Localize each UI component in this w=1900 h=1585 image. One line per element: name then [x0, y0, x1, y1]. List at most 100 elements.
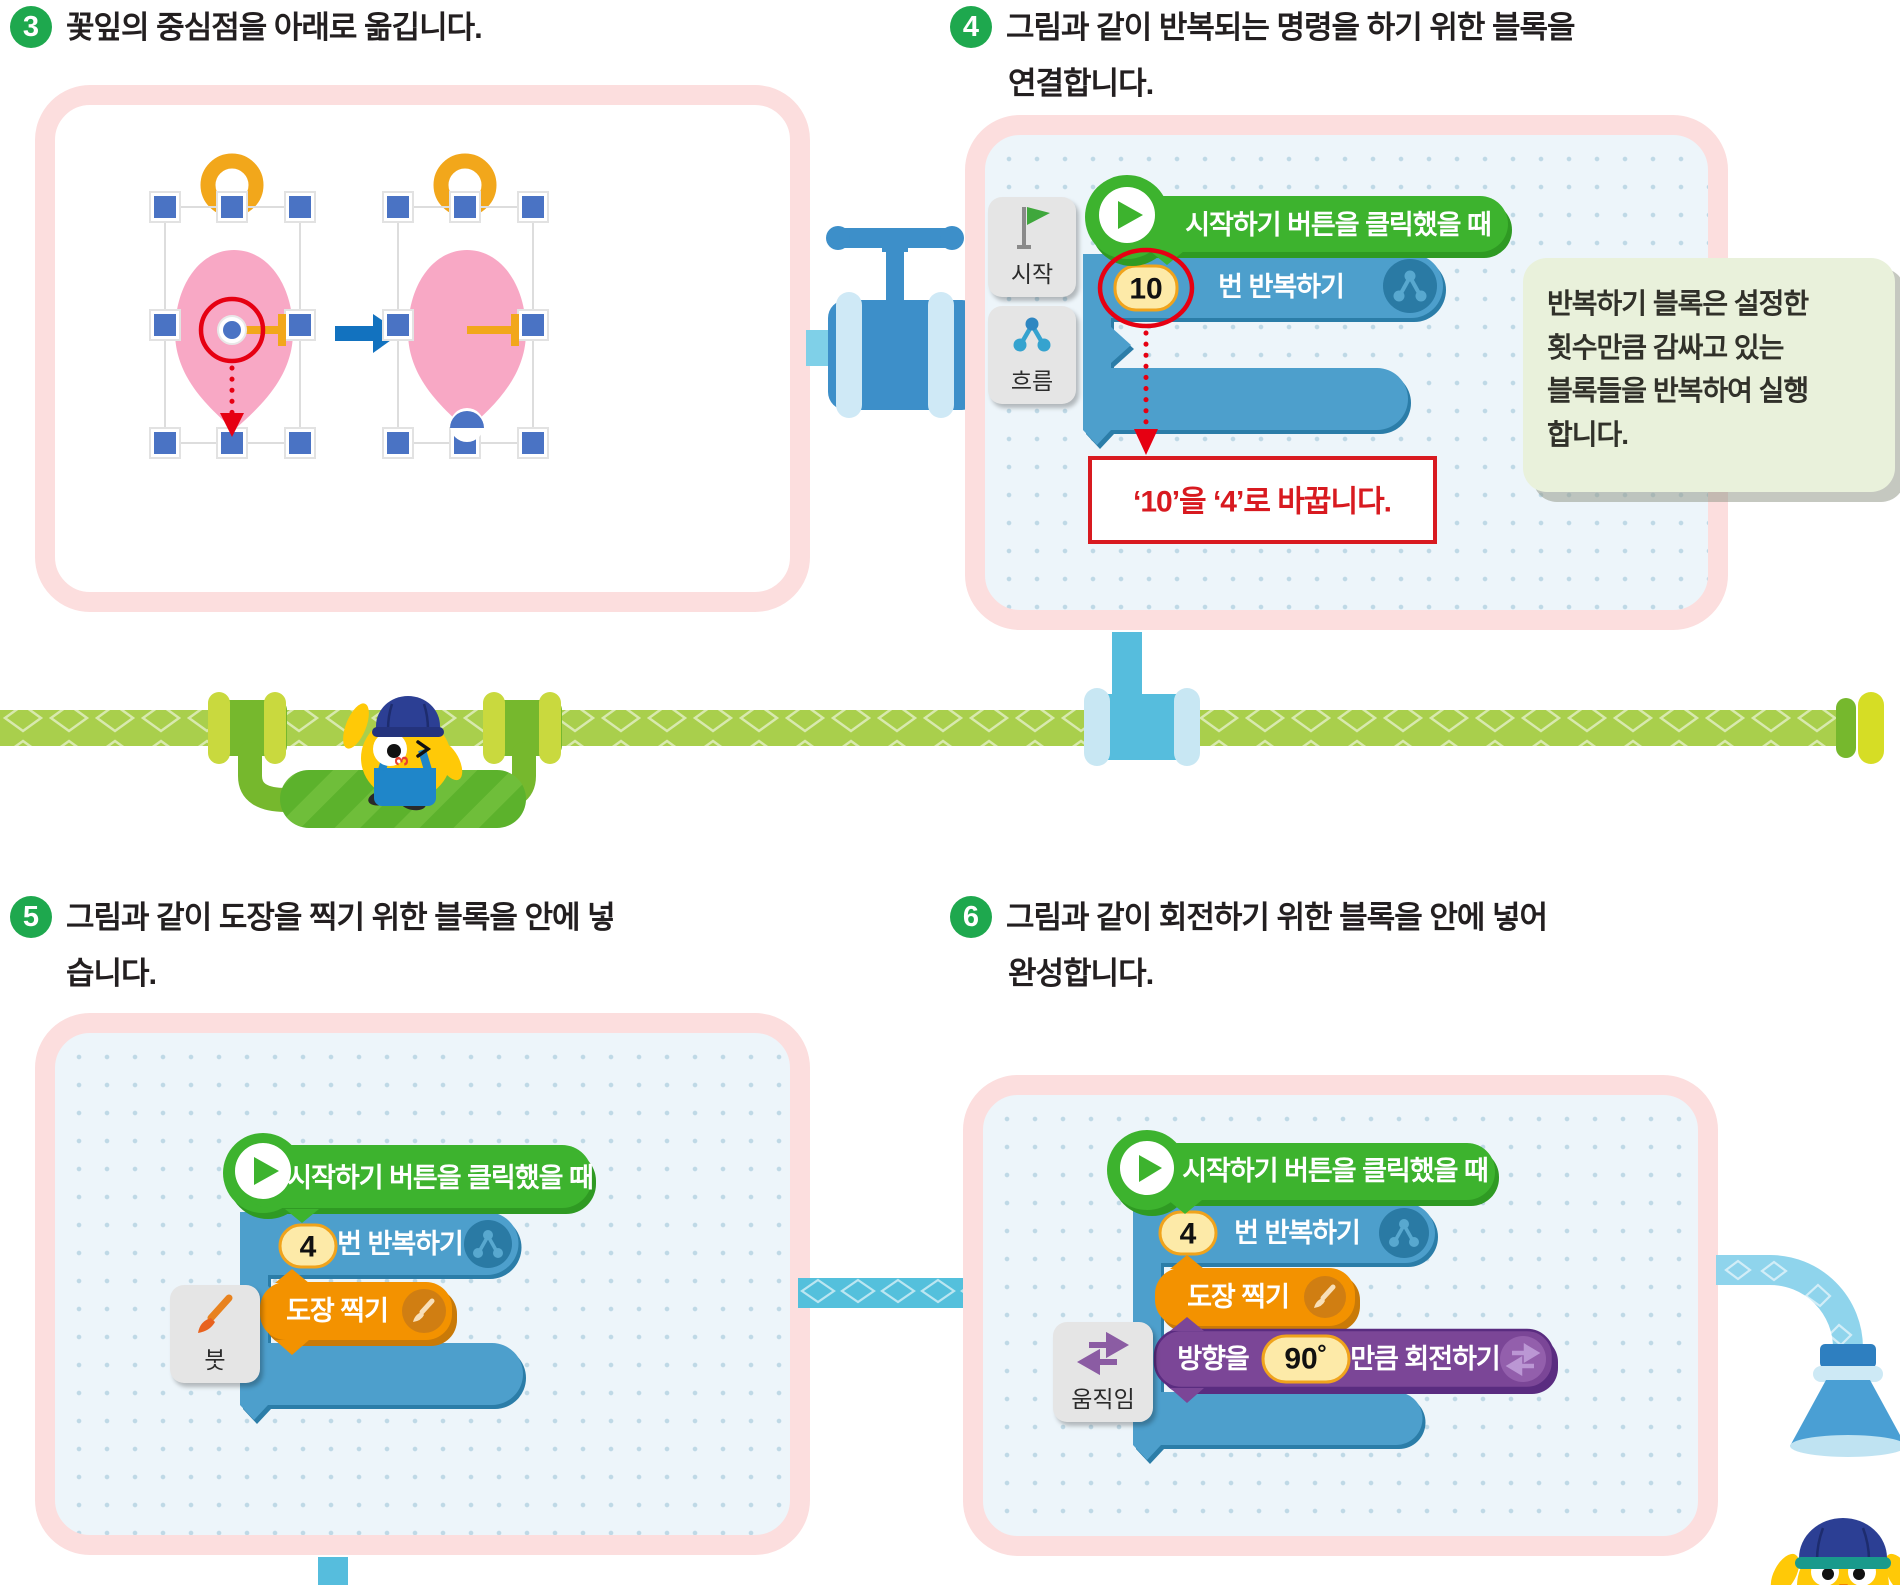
cap-icon: [376, 696, 440, 732]
repeat-suffix-label: 번 반복하기: [1218, 272, 1344, 302]
step4-title: 그림과 같이 반복되는 명령을 하기 위한 블록을: [1006, 10, 1576, 45]
pipe-band: 3: [0, 632, 1884, 828]
start-block[interactable]: 시작하기 버튼을 클릭했을 때: [223, 1133, 596, 1223]
tip-bubble: 반복하기 블록은 설정한 횟수만큼 감싸고 있는 블록들을 반복하여 실행 합니…: [1523, 258, 1895, 492]
center-point-moved[interactable]: [450, 411, 484, 428]
stamp-block[interactable]: 도장 찍기: [1155, 1255, 1360, 1332]
step5-script: 번 반복하기 4 시작하기 버튼을 클릭했을 때 도장 찍기: [223, 1133, 596, 1424]
step4-title-line2: 연결합니다.: [1008, 66, 1154, 101]
chick-worker-mascot: 3: [343, 696, 463, 811]
step4-script: 번 반복하기 10 시작하기 버튼을 클릭했을 때 ‘10’을 ‘4’로 바꿉니…: [1083, 175, 1512, 544]
start-block-label: 시작하기 버튼을 클릭했을 때: [1182, 1156, 1488, 1186]
start-block[interactable]: 시작하기 버튼을 클릭했을 때: [1085, 175, 1512, 266]
palette-button-start[interactable]: 시작: [988, 197, 1076, 297]
move-down-arrow: [220, 365, 244, 437]
start-block[interactable]: 시작하기 버튼을 클릭했을 때: [1107, 1130, 1499, 1216]
step5-title-line2: 습니다.: [66, 956, 157, 991]
repeat-block[interactable]: 번 반복하기 4: [240, 1212, 526, 1424]
step5-panel: [35, 1013, 810, 1555]
step6-header: 6 그림과 같이 회전하기 위한 블록을 안에 넣어: [950, 896, 1548, 938]
petal-illustration: [149, 153, 549, 459]
change-note-box: ‘10’을 ‘4’로 바꿉니다.: [1088, 456, 1437, 544]
repeat-count-value: 10: [1129, 273, 1162, 306]
highlight-circle: [198, 296, 266, 364]
flow-block-icon: [1379, 1208, 1429, 1258]
value-highlight-circle: [1097, 247, 1195, 329]
pipe-joint-left: [208, 692, 287, 764]
cap-icon: [1799, 1518, 1887, 1562]
repeat-suffix-label: 번 반복하기: [1234, 1218, 1360, 1248]
petal-after: [382, 153, 549, 459]
petal-before: [149, 153, 316, 459]
petal-shape[interactable]: [408, 250, 526, 430]
palette-button-brush[interactable]: 붓: [170, 1285, 260, 1383]
orient-bar: [278, 314, 286, 346]
change-note-text: ‘10’을 ‘4’로 바꿉니다.: [1133, 486, 1391, 519]
faucet-icon: [806, 226, 980, 418]
kiss-mouth: 3: [392, 756, 412, 766]
pipe-stub: [318, 1557, 348, 1585]
palette-button-flow[interactable]: 흐름: [988, 306, 1076, 404]
hose-and-funnel: [1716, 1255, 1900, 1457]
flag-icon: [1017, 207, 1050, 249]
repeat-block[interactable]: 번 반복하기 10: [1083, 254, 1446, 449]
tip-line: 횟수만큼 감싸고 있는: [1547, 331, 1784, 363]
start-block-label: 시작하기 버튼을 클릭했을 때: [287, 1163, 593, 1193]
step6-title-line2: 완성합니다.: [1008, 956, 1154, 991]
stamp-block[interactable]: 도장 찍기: [260, 1269, 457, 1355]
step4-badge: 4: [950, 6, 992, 48]
selection-handles[interactable]: [149, 191, 316, 459]
note-arrow: [1134, 330, 1158, 455]
wing-raised: [343, 703, 369, 749]
tip-line: 반복하기 블록은 설정한: [1547, 288, 1809, 319]
swap-arrows-block-icon: [1500, 1336, 1546, 1382]
pipe-end-cap: [1836, 692, 1884, 764]
repeat-count-field[interactable]: [278, 1223, 338, 1269]
rotate-block[interactable]: 방향을 90˚ 만큼 회전하기: [1153, 1317, 1558, 1403]
connector-pipe: [798, 1278, 968, 1308]
palette-label: 흐름: [1010, 368, 1054, 394]
pipe-stem: [1112, 632, 1142, 702]
swap-arrows-icon: [1077, 1331, 1129, 1376]
step3-header: 3 꽃잎의 중심점을 아래로 옮깁니다.: [10, 6, 483, 48]
pipe-joint-right: [483, 692, 562, 764]
step5-badge: 5: [10, 896, 52, 938]
palette-label: 붓: [204, 1347, 226, 1373]
step6-panel: [963, 1075, 1718, 1556]
tip-line: 블록들을 반복하여 실행: [1547, 375, 1809, 407]
repeat-count-value: 4: [300, 1231, 317, 1264]
stamp-label: 도장 찍기: [286, 1296, 388, 1326]
start-block-label: 시작하기 버튼을 클릭했을 때: [1185, 210, 1491, 240]
rotate-prefix-label: 방향을: [1177, 1344, 1249, 1374]
repeat-count-field[interactable]: [1158, 1210, 1218, 1256]
chick-corner-mascot: [1770, 1518, 1900, 1585]
step6-title: 그림과 같이 회전하기 위한 블록을 안에 넣어: [1006, 900, 1548, 935]
brush-icon: [198, 1294, 233, 1333]
orient-bar: [511, 314, 519, 346]
pipe-t-junction: [1084, 688, 1200, 766]
step3-title: 꽃잎의 중심점을 아래로 옮깁니다.: [66, 10, 483, 45]
palette-label: 시작: [1010, 261, 1054, 287]
step5-header: 5 그림과 같이 도장을 찍기 위한 블록을 안에 넣: [10, 896, 616, 938]
step5-title: 그림과 같이 도장을 찍기 위한 블록을 안에 넣: [66, 900, 616, 935]
repeat-count-value: 4: [1180, 1218, 1197, 1251]
flow-network-icon: [1013, 317, 1051, 352]
repeat-count-field[interactable]: [1113, 264, 1179, 312]
palette-button-motion[interactable]: 움직임: [1053, 1322, 1153, 1422]
repeat-suffix-label: 번 반복하기: [337, 1229, 463, 1259]
palette-label: 움직임: [1071, 1386, 1135, 1412]
step4-header: 4 그림과 같이 반복되는 명령을 하기 위한 블록을: [950, 6, 1576, 48]
funnel-icon: [1790, 1344, 1900, 1457]
center-point[interactable]: [223, 321, 241, 339]
rotate-suffix-label: 만큼 회전하기: [1350, 1344, 1500, 1374]
stamp-label: 도장 찍기: [1187, 1282, 1289, 1312]
rotate-value-field[interactable]: [1261, 1334, 1351, 1384]
overalls: [374, 768, 436, 806]
tip-line: 합니다.: [1547, 419, 1629, 451]
step3-badge: 3: [10, 6, 52, 48]
flow-block-icon: [464, 1220, 512, 1268]
repeat-block[interactable]: 번 반복하기 4: [1133, 1203, 1438, 1464]
flow-block-icon: [1383, 259, 1437, 313]
step6-badge: 6: [950, 896, 992, 938]
